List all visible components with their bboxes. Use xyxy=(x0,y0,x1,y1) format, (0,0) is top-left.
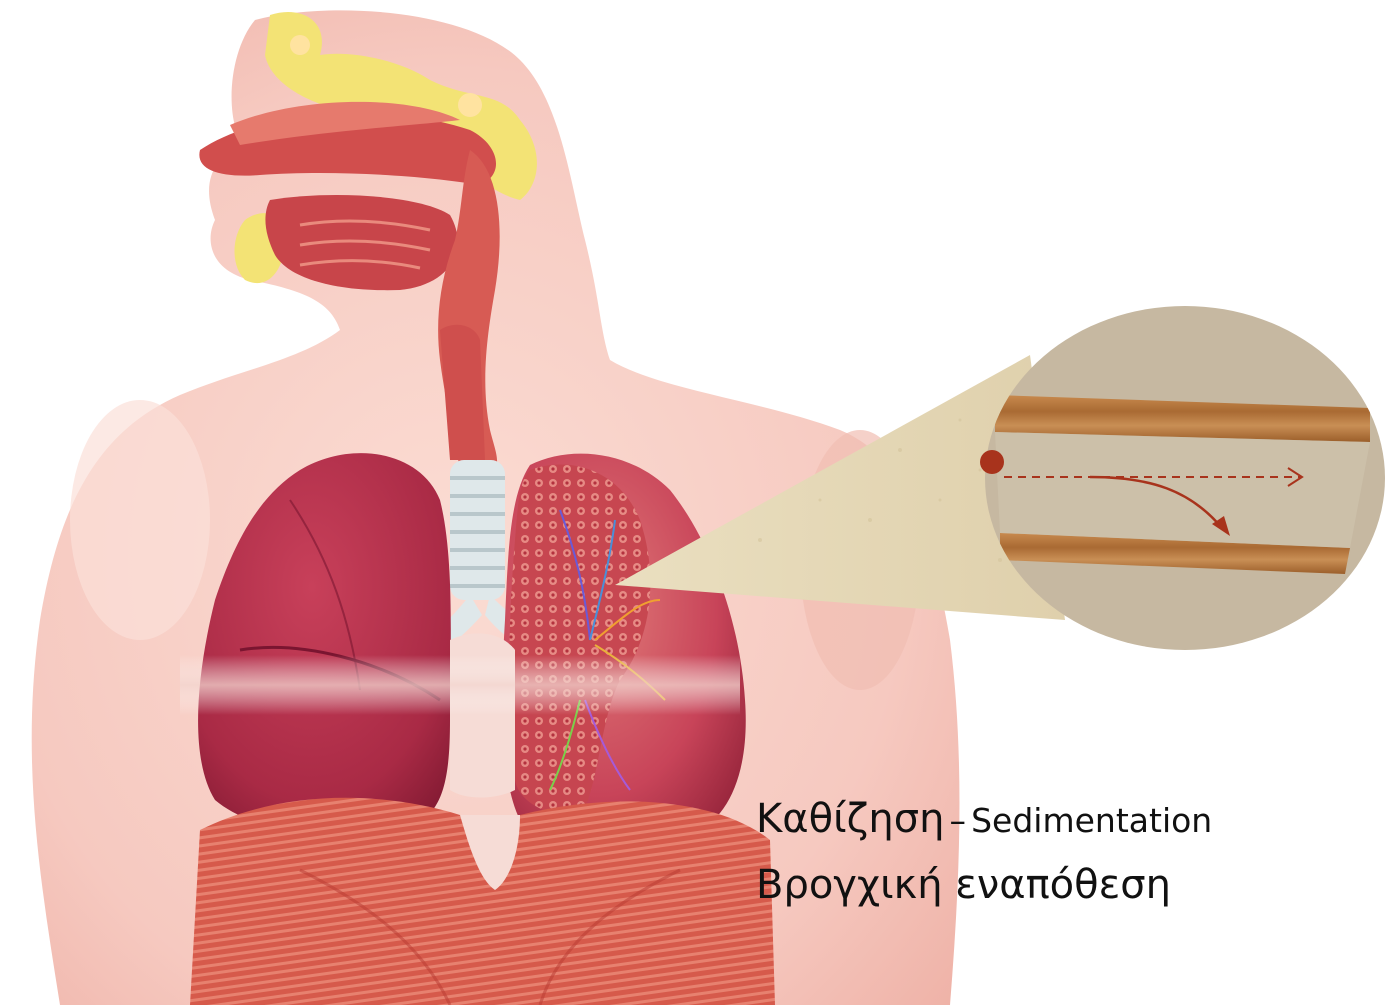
caption: Καθίζηση – Sedimentation Βρογχική εναπόθ… xyxy=(756,790,1212,914)
caption-subtitle: Βρογχική εναπόθεση xyxy=(756,856,1212,914)
term-greek: Καθίζηση xyxy=(756,796,944,842)
blur-band xyxy=(180,655,740,715)
trachea-rings xyxy=(450,460,505,600)
particle-dot xyxy=(980,450,1004,474)
caption-line-1: Καθίζηση – Sedimentation xyxy=(756,790,1212,856)
diaphragm-muscle xyxy=(190,798,775,1005)
term-english: Sedimentation xyxy=(971,801,1212,840)
term-separator: – xyxy=(950,801,967,840)
